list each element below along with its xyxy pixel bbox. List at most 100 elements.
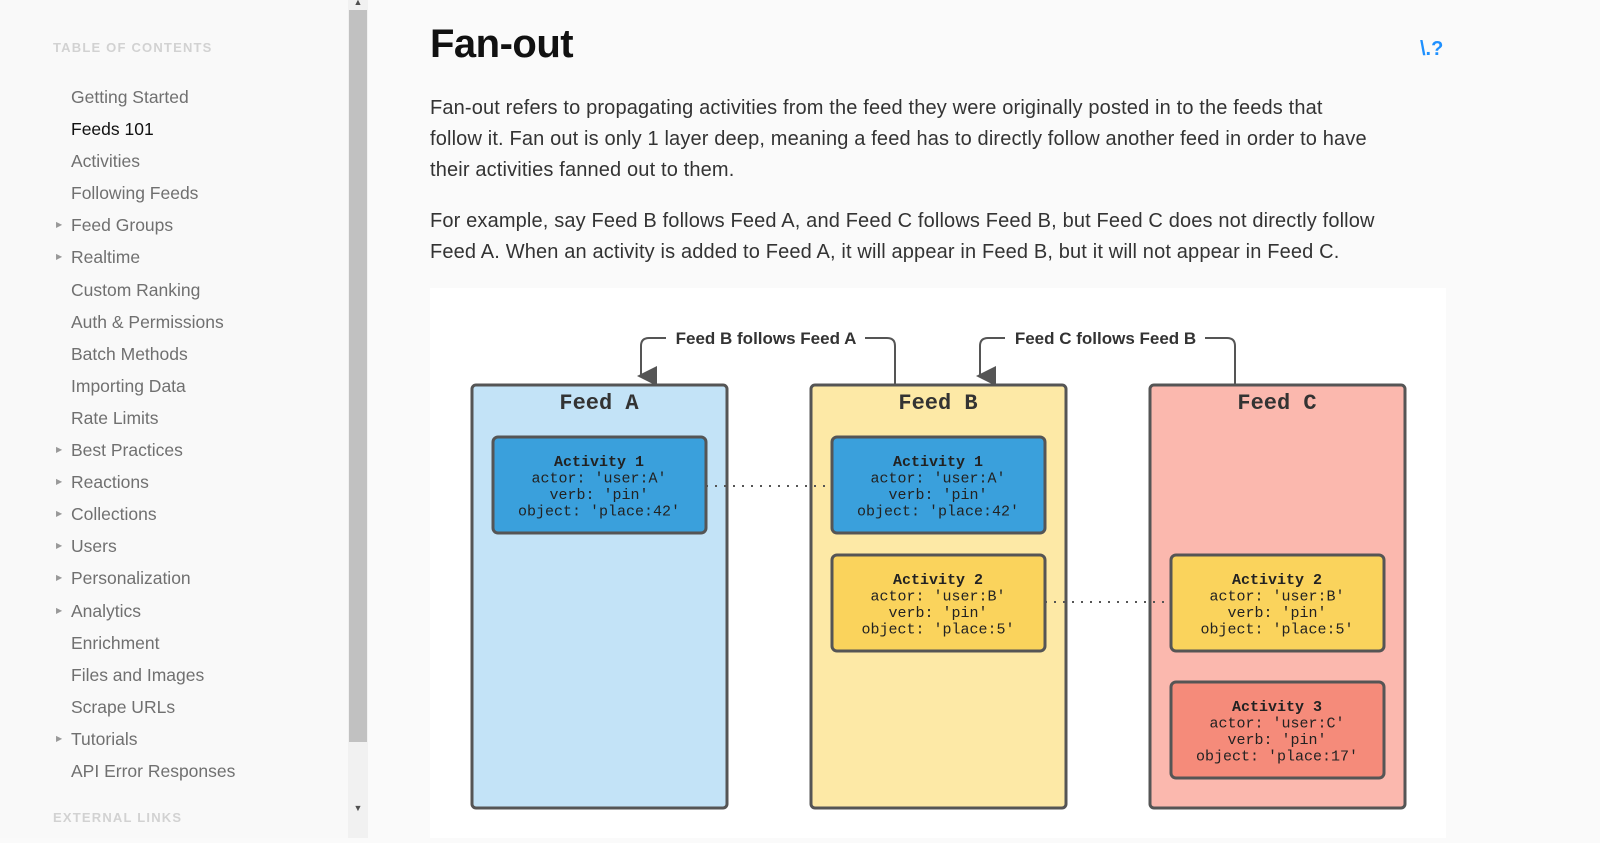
activity-title: Activity 2 bbox=[893, 572, 983, 589]
activity-title: Activity 3 bbox=[1232, 699, 1322, 716]
sidebar-item[interactable]: Getting Started bbox=[0, 84, 348, 116]
help-question-icon[interactable]: \.? bbox=[1420, 38, 1444, 60]
activity-box bbox=[830, 435, 1047, 535]
paragraph-line: their activities fanned out to them. bbox=[430, 159, 735, 181]
activity-actor: actor: 'user:B' bbox=[870, 589, 1005, 606]
scroll-down-arrow-icon[interactable]: ▼ bbox=[353, 803, 363, 813]
sidebar-item-label: Enrichment bbox=[71, 632, 160, 653]
sidebar-item[interactable]: ▶ Personalization bbox=[0, 565, 348, 597]
paragraph-line: follow it. Fan out is only 1 layer deep,… bbox=[430, 128, 1367, 150]
sidebar-item-label: Custom Ranking bbox=[71, 279, 201, 300]
paragraph-line: Fan-out refers to propagating activities… bbox=[430, 97, 1323, 119]
activity-actor: actor: 'user:A' bbox=[531, 471, 666, 488]
activity-actor: actor: 'user:C' bbox=[1209, 716, 1344, 733]
feed-title: Feed B bbox=[898, 391, 977, 416]
activity-box bbox=[1169, 680, 1386, 780]
sidebar-item[interactable]: Custom Ranking bbox=[0, 277, 348, 309]
sidebar-item[interactable]: Activities bbox=[0, 148, 348, 180]
sidebar-item[interactable]: API Error Responses bbox=[0, 758, 348, 790]
feed-title: Feed C bbox=[1237, 391, 1316, 416]
sidebar-scrollbar[interactable]: ▲ ▼ bbox=[348, 0, 368, 838]
sidebar-item-label: Realtime bbox=[71, 247, 141, 268]
activity-object: object: 'place:42' bbox=[857, 504, 1019, 521]
sidebar-item-label: API Error Responses bbox=[71, 760, 236, 781]
activity-title: Activity 2 bbox=[1232, 572, 1322, 589]
sidebar-item[interactable]: ▶ Best Practices bbox=[0, 437, 348, 469]
activity-object: object: 'place:42' bbox=[518, 504, 680, 521]
sidebar-item[interactable]: Auth & Permissions bbox=[0, 309, 348, 341]
follow-label-bg bbox=[1005, 328, 1205, 348]
external-links-heading: EXTERNAL LINKS bbox=[53, 810, 183, 825]
activity-title: Activity 1 bbox=[554, 454, 644, 471]
sidebar-item[interactable]: Following Feeds bbox=[0, 180, 348, 212]
follow-label: Feed C follows Feed B bbox=[1015, 329, 1196, 348]
sidebar-item-label: Importing Data bbox=[71, 375, 186, 396]
page-title: Fan-out bbox=[430, 22, 574, 66]
sidebar-item-label: Reactions bbox=[71, 472, 149, 493]
caret-right-icon[interactable]: ▶ bbox=[56, 541, 63, 551]
sidebar-item[interactable]: ▶ Tutorials bbox=[0, 726, 348, 758]
activity-object: object: 'place:5' bbox=[861, 622, 1014, 639]
follow-label-bg bbox=[666, 328, 865, 348]
caret-right-icon[interactable]: ▶ bbox=[56, 605, 63, 615]
sidebar-item-label: Analytics bbox=[71, 600, 142, 621]
sidebar-item-label: Auth & Permissions bbox=[71, 311, 224, 332]
activity-object: object: 'place:17' bbox=[1196, 749, 1358, 766]
sidebar-item-label: Activities bbox=[71, 151, 141, 172]
sidebar-item-label: Tutorials bbox=[71, 728, 138, 749]
activity-verb: verb: 'pin' bbox=[888, 487, 987, 504]
caret-right-icon[interactable]: ▶ bbox=[56, 573, 63, 583]
sidebar-item-label: Users bbox=[71, 536, 117, 557]
toc-heading: TABLE OF CONTENTS bbox=[53, 40, 213, 55]
activity-actor: actor: 'user:B' bbox=[1209, 589, 1344, 606]
paragraph-line: Feed A. When an activity is added to Fee… bbox=[430, 241, 1340, 263]
sidebar-item-label: Feeds 101 bbox=[71, 119, 154, 140]
activity-actor: actor: 'user:A' bbox=[870, 471, 1005, 488]
sidebar-item[interactable]: ▶ Feed Groups bbox=[0, 212, 348, 244]
sidebar-item[interactable]: Batch Methods bbox=[0, 341, 348, 373]
caret-right-icon[interactable]: ▶ bbox=[56, 733, 63, 743]
sidebar-item-label: Following Feeds bbox=[71, 183, 199, 204]
activity-verb: verb: 'pin' bbox=[1227, 605, 1326, 622]
sidebar-item[interactable]: Feeds 101 bbox=[0, 116, 348, 148]
activity-verb: verb: 'pin' bbox=[549, 487, 648, 504]
caret-right-icon[interactable]: ▶ bbox=[56, 220, 63, 230]
follow-label: Feed B follows Feed A bbox=[676, 329, 857, 348]
sidebar-item-label: Best Practices bbox=[71, 440, 183, 461]
sidebar-item[interactable]: ▶ Reactions bbox=[0, 469, 348, 501]
caret-right-icon[interactable]: ▶ bbox=[56, 509, 63, 519]
caret-right-icon[interactable]: ▶ bbox=[56, 252, 63, 262]
sidebar-item-label: Rate Limits bbox=[71, 407, 159, 428]
sidebar-item[interactable]: ▶ Analytics bbox=[0, 598, 348, 630]
caret-right-icon[interactable]: ▶ bbox=[56, 477, 63, 487]
scroll-thumb[interactable] bbox=[349, 10, 367, 742]
activity-title: Activity 1 bbox=[893, 454, 983, 471]
sidebar-item[interactable]: ▶ Collections bbox=[0, 501, 348, 533]
paragraph-intro: Fan-out refers to propagating activities… bbox=[430, 93, 1367, 186]
feed-title: Feed A bbox=[559, 391, 639, 416]
activity-verb: verb: 'pin' bbox=[888, 605, 987, 622]
sidebar-item-label: Files and Images bbox=[71, 664, 205, 685]
sidebar-item[interactable]: Files and Images bbox=[0, 662, 348, 694]
sidebar-item[interactable]: Rate Limits bbox=[0, 405, 348, 437]
sidebar-item[interactable]: Importing Data bbox=[0, 373, 348, 405]
sidebar-item[interactable]: ▶ Users bbox=[0, 533, 348, 565]
scroll-up-arrow-icon[interactable]: ▲ bbox=[353, 0, 363, 7]
sidebar-item[interactable]: Enrichment bbox=[0, 630, 348, 662]
paragraph-line: For example, say Feed B follows Feed A, … bbox=[430, 210, 1375, 232]
sidebar-item[interactable]: ▶ Realtime bbox=[0, 244, 348, 276]
sidebar-item-label: Collections bbox=[71, 504, 157, 525]
activity-verb: verb: 'pin' bbox=[1227, 732, 1326, 749]
caret-right-icon[interactable]: ▶ bbox=[56, 445, 63, 455]
sidebar-item-label: Personalization bbox=[71, 568, 191, 589]
paragraph-example: For example, say Feed B follows Feed A, … bbox=[430, 206, 1375, 268]
sidebar-item[interactable]: Scrape URLs bbox=[0, 694, 348, 726]
activity-box bbox=[1169, 553, 1386, 653]
activity-object: object: 'place:5' bbox=[1200, 622, 1353, 639]
sidebar-item-label: Feed Groups bbox=[71, 215, 174, 236]
sidebar-item-label: Batch Methods bbox=[71, 343, 188, 364]
